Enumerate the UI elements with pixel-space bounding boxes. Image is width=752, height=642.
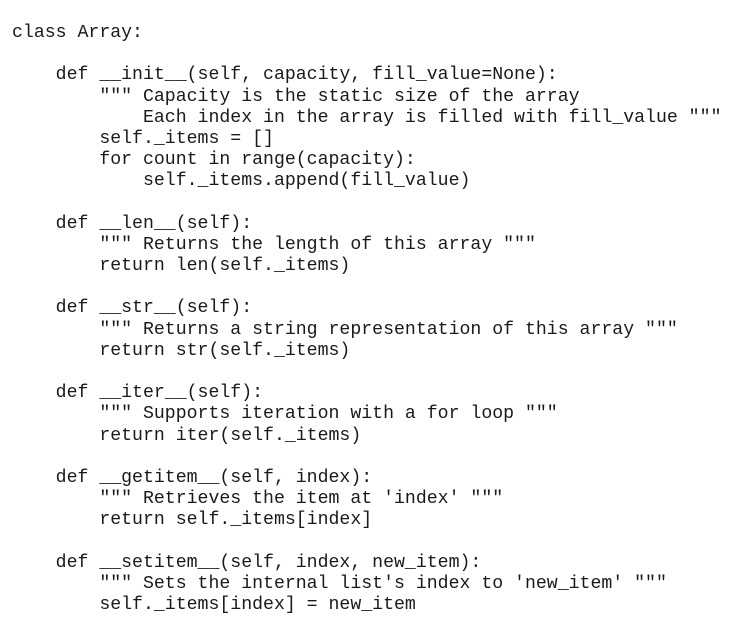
code-line: self._items.append(fill_value) xyxy=(12,171,471,192)
code-line xyxy=(12,277,721,298)
code-line: """ Capacity is the static size of the a… xyxy=(12,86,580,107)
code-line: def __iter__(self): xyxy=(12,383,264,404)
code-line xyxy=(12,362,721,383)
code-line: return iter(self._items) xyxy=(12,425,362,446)
code-line: Each index in the array is filled with f… xyxy=(12,107,722,128)
code-line: """ Returns a string representation of t… xyxy=(12,319,678,340)
code-line: return len(self._items) xyxy=(12,256,351,277)
code-block: class Array: def __init__(self, capacity… xyxy=(12,23,721,616)
code-line: """ Supports iteration with a for loop "… xyxy=(12,404,558,425)
code-line: self._items = [] xyxy=(12,128,274,149)
code-line: for count in range(capacity): xyxy=(12,150,416,171)
code-line: def __getitem__(self, index): xyxy=(12,467,373,488)
code-line: return str(self._items) xyxy=(12,340,351,361)
code-line: return self._items[index] xyxy=(12,510,373,531)
code-line: """ Sets the internal list's index to 'n… xyxy=(12,573,667,594)
code-line: class Array: xyxy=(12,23,143,43)
code-line: def __str__(self): xyxy=(12,298,253,319)
code-line xyxy=(12,44,721,65)
code-line: def __init__(self, capacity, fill_value=… xyxy=(12,65,558,86)
code-line: """ Returns the length of this array """ xyxy=(12,234,536,255)
code-line xyxy=(12,532,721,553)
code-line: def __len__(self): xyxy=(12,213,253,234)
code-line xyxy=(12,193,721,214)
code-line xyxy=(12,447,721,468)
code-line: self._items[index] = new_item xyxy=(12,595,416,616)
code-line: def __setitem__(self, index, new_item): xyxy=(12,552,482,573)
code-line: """ Retrieves the item at 'index' """ xyxy=(12,489,504,510)
